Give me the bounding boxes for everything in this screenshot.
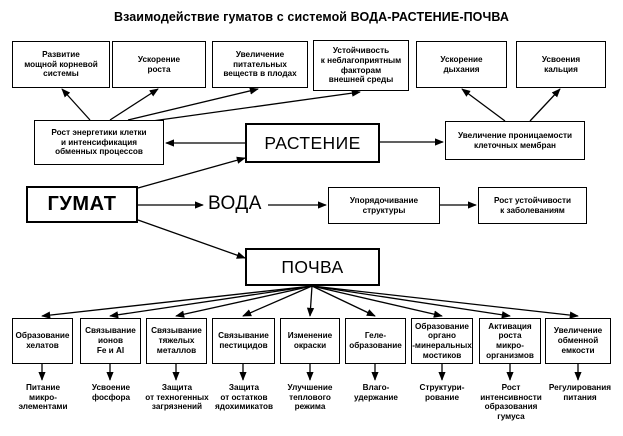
arrow-soil-to-effect-6	[311, 285, 376, 317]
arrow-humate-to-soil	[137, 219, 246, 259]
arrow-soil-to-effect-8	[311, 285, 511, 319]
soil-effect-chelates: Образование хелатов	[12, 318, 73, 364]
plant-node: РАСТЕНИЕ	[245, 123, 380, 163]
arrow-to-respiration	[461, 88, 506, 122]
effect-respiration-acceleration: Ускорение дыхания	[416, 41, 507, 88]
soil-effect-organo-mineral-bridges: Образование органо -минеральных мостиков	[411, 318, 473, 364]
membrane-permeability-box: Увеличение проницаемости клеточных мембр…	[445, 121, 585, 160]
soil-effect-fe-al-binding: Связывание ионов Fe и Al	[80, 318, 141, 364]
soil-result-phosphorus: Усвоение фосфора	[91, 383, 131, 402]
soil-result-thermal-regime: Улучшение теплового режима	[287, 383, 333, 412]
arrow-humate-to-plant	[137, 156, 246, 189]
arrow-soil-to-effect-7	[311, 285, 443, 318]
soil-result-moisture-retention: Влаго- удержание	[354, 383, 398, 402]
arrow-to-calcium	[529, 88, 561, 122]
soil-effect-pesticides: Связывание пестицидов	[212, 318, 275, 364]
cell-energy-growth-box: Рост энергетики клетки и интенсификация …	[34, 120, 164, 165]
soil-effect-gel-formation: Геле- образование	[345, 318, 406, 364]
arrow-soil-to-effect-4	[242, 285, 313, 317]
soil-result-technogenic-protection: Защита от техногенных загрязнений	[145, 383, 209, 412]
effect-nutrients-in-fruit: Увеличение питательных веществ в плодах	[212, 41, 308, 88]
arrow-soil-to-effect-2	[109, 285, 313, 319]
structure-ordering-box: Упорядочивание структуры	[328, 187, 440, 224]
arrow-soil-to-effect-1	[41, 285, 313, 319]
soil-result-microelements: Питание микро- элементами	[18, 383, 68, 412]
arrow-to-root-system	[61, 88, 91, 121]
soil-effect-color-change: Изменение окраски	[280, 318, 340, 364]
humate-node: ГУМАТ	[26, 186, 138, 223]
soil-result-nutrition-regulation: Регулирования питания	[548, 383, 612, 402]
soil-effect-microorganisms: Активация роста микро- организмов	[479, 318, 541, 364]
arrow-soil-to-effect-9	[311, 285, 579, 319]
diagram-title: Взаимодействие гуматов с системой ВОДА-Р…	[113, 10, 510, 24]
soil-effect-exchange-capacity: Увеличение обменной емкости	[545, 318, 611, 364]
arrow-to-nutrients-in-fruit	[127, 87, 259, 121]
soil-result-humus-formation: Рост интенсивности образования гумуса	[480, 383, 542, 422]
water-node: ВОДА	[208, 193, 262, 214]
soil-effect-heavy-metals: Связывание тяжелых металлов	[146, 318, 207, 364]
arrow-soil-to-effect-3	[175, 285, 313, 318]
soil-result-agrochemical-protection: Защита от остатков ядохимикатов	[214, 383, 274, 412]
soil-node: ПОЧВА	[245, 248, 380, 286]
disease-resistance-box: Рост устойчивости к заболеваниям	[478, 187, 587, 224]
effect-root-system: Развитие мощной корневой системы	[12, 41, 110, 88]
effect-environment-resistance: Устойчивость к неблагоприятным факторам …	[313, 40, 409, 91]
effect-growth-acceleration: Ускорение роста	[112, 41, 206, 88]
arrow-soil-to-effect-5	[306, 285, 315, 317]
effect-calcium-uptake: Усвоения кальция	[516, 41, 606, 88]
arrow-to-environment-resistance	[144, 89, 361, 123]
soil-result-structuring: Структури- рование	[419, 383, 465, 402]
arrow-to-growth-acceleration	[109, 88, 159, 121]
